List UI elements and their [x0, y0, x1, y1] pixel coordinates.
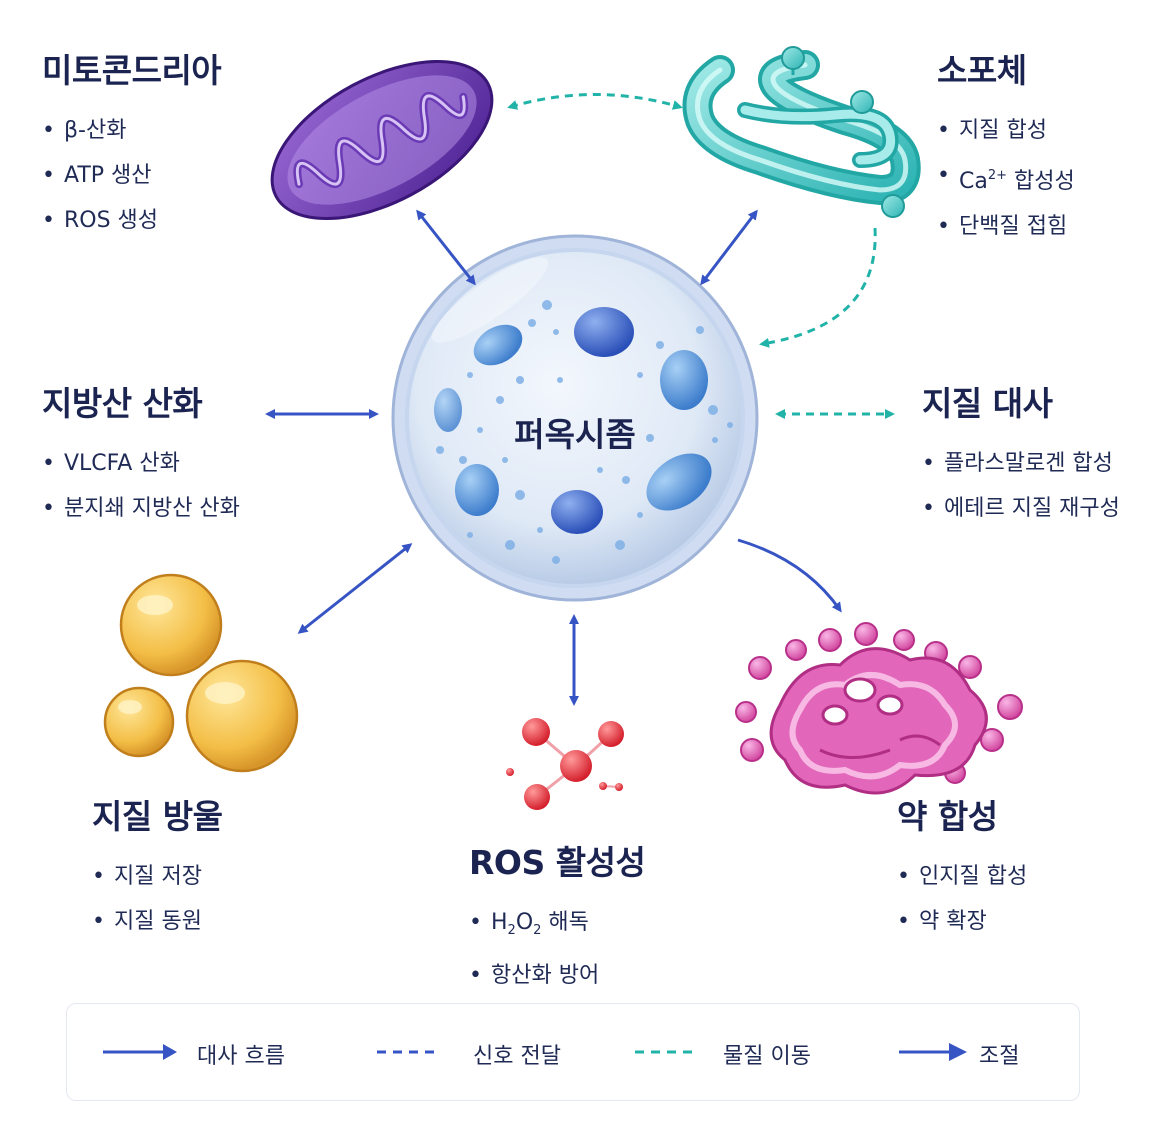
ros-molecule-icon	[506, 718, 624, 810]
arrow-mito-peroxisome	[416, 209, 476, 286]
legend-label: 대사 흐름	[197, 1044, 285, 1069]
legend-label: 물질 이동	[723, 1044, 811, 1069]
er-item-sup: 2+	[987, 168, 1008, 183]
mitochondria-title: 미토콘드리아	[42, 51, 222, 90]
arrow-lipid-droplet	[297, 543, 413, 634]
ros-item-text: O	[515, 910, 534, 935]
er-item-text: 지질 합성	[959, 118, 1047, 143]
lipid-droplet-item: 지질 동원	[92, 899, 222, 944]
solid-arrow-icon	[103, 1044, 177, 1060]
drug-synthesis-block: 약 합성 인지질 합성 약 확장	[897, 790, 1027, 944]
er-item: Ca2+ 합성성	[937, 153, 1075, 204]
ros-item: 항산화 방어	[469, 953, 645, 998]
drug-synthesis-item: 약 확장	[897, 899, 1027, 944]
legend-label: 조절	[979, 1044, 1020, 1069]
mitochondria-item: ATP 생산	[42, 153, 221, 198]
solid-arrow-icon	[899, 1043, 967, 1061]
er-item: 단백질 접힘	[937, 204, 1075, 249]
mitochondria-item: ROS 생성	[42, 198, 221, 243]
ros-item-text: H	[491, 910, 508, 935]
er-item: 지질 합성	[937, 108, 1075, 153]
ros-item-sub: 2	[533, 923, 542, 938]
ros-item-text: 항산화 방어	[491, 963, 600, 988]
fatty-acid-item: 분지쇄 지방산 산화	[42, 486, 240, 531]
peroxisome-icon	[391, 234, 759, 602]
center-label: 퍼옥시좀	[514, 415, 635, 454]
lipid-metabolism-item: 에테르 지질 재구성	[922, 486, 1120, 531]
arrow-drug-synthesis	[737, 538, 842, 613]
arrow-er-peroxisome-dashed	[759, 227, 877, 348]
er-title: 소포체	[937, 51, 1027, 90]
ros-item: H2O2 해독	[469, 900, 645, 953]
legend-label: 신호 전달	[473, 1044, 561, 1069]
lipid-droplet-title: 지질 방울	[92, 797, 223, 836]
mitochondria-block: 미토콘드리아 β-산화 ATP 생산 ROS 생성	[42, 44, 222, 243]
lipid-metabolism-title: 지질 대사	[922, 384, 1053, 423]
er-item-text: 합성성	[1007, 169, 1075, 194]
arrow-er-peroxisome	[700, 209, 758, 286]
ros-item-text: 해독	[541, 910, 589, 935]
drug-synthesis-item: 인지질 합성	[897, 854, 1027, 899]
arrow-mito-er-dashed	[507, 93, 683, 110]
dashed-line-icon	[377, 1050, 441, 1054]
er-item-text: Ca	[959, 169, 988, 194]
lipid-droplet-icon	[103, 573, 299, 773]
er-item-text: 단백질 접힘	[959, 214, 1068, 239]
fatty-acid-title: 지방산 산화	[42, 384, 203, 423]
endoplasmic-reticulum-icon	[682, 46, 921, 218]
fatty-acid-block: 지방산 산화 VLCFA 산화 분지쇄 지방산 산화	[42, 377, 240, 531]
drug-synthesis-title: 약 합성	[897, 797, 998, 836]
er-block: 소포체 지질 합성 Ca2+ 합성성 단백질 접힘	[937, 44, 1075, 249]
lipid-metabolism-item: 플라스말로겐 합성	[922, 441, 1120, 486]
ros-item-sub: 2	[507, 923, 516, 938]
pink-organelle-icon	[735, 622, 1023, 795]
ros-block: ROS 활성성 H2O2 해독 항산화 방어	[469, 836, 646, 998]
lipid-droplet-block: 지질 방울 지질 저장 지질 동원	[92, 790, 223, 944]
fatty-acid-item: VLCFA 산화	[42, 441, 240, 486]
lipid-metabolism-block: 지질 대사 플라스말로겐 합성 에테르 지질 재구성	[922, 377, 1120, 531]
mitochondria-item: β-산화	[42, 108, 221, 153]
mitochondrion-icon	[270, 59, 494, 221]
lipid-droplet-item: 지질 저장	[92, 854, 222, 899]
dashed-line-icon	[635, 1050, 699, 1054]
ros-title: ROS 활성성	[469, 843, 646, 882]
legend: 대사 흐름 신호 전달 물질 이동 조절	[66, 1003, 1080, 1101]
